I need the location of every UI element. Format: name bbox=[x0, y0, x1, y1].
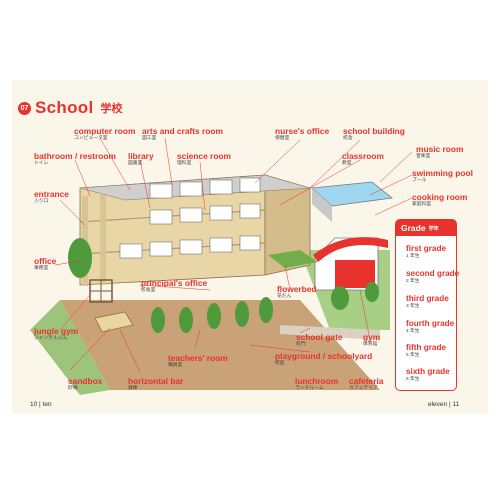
page-number-right: eleven | 11 bbox=[428, 401, 460, 408]
grade-panel-header: Grade 学年 bbox=[396, 220, 456, 236]
swimming-pool bbox=[311, 181, 393, 207]
flowerbed bbox=[268, 250, 318, 268]
trees bbox=[68, 238, 379, 333]
page-title: School bbox=[35, 98, 94, 117]
section-number-badge: 07 bbox=[18, 101, 31, 115]
grade-panel-title-jp: 学年 bbox=[428, 225, 439, 232]
school-building bbox=[79, 174, 311, 286]
page-number-left: 10 | ten bbox=[30, 401, 52, 408]
sandbox bbox=[94, 311, 134, 333]
gym-building bbox=[313, 237, 388, 291]
grade-panel-title: Grade bbox=[401, 223, 426, 233]
school-gate bbox=[280, 325, 380, 340]
section-header: 07 School 学校 bbox=[18, 98, 122, 118]
leader-lines bbox=[54, 137, 413, 373]
playground-ground bbox=[60, 300, 380, 390]
page-title-jp: 学校 bbox=[100, 103, 123, 115]
